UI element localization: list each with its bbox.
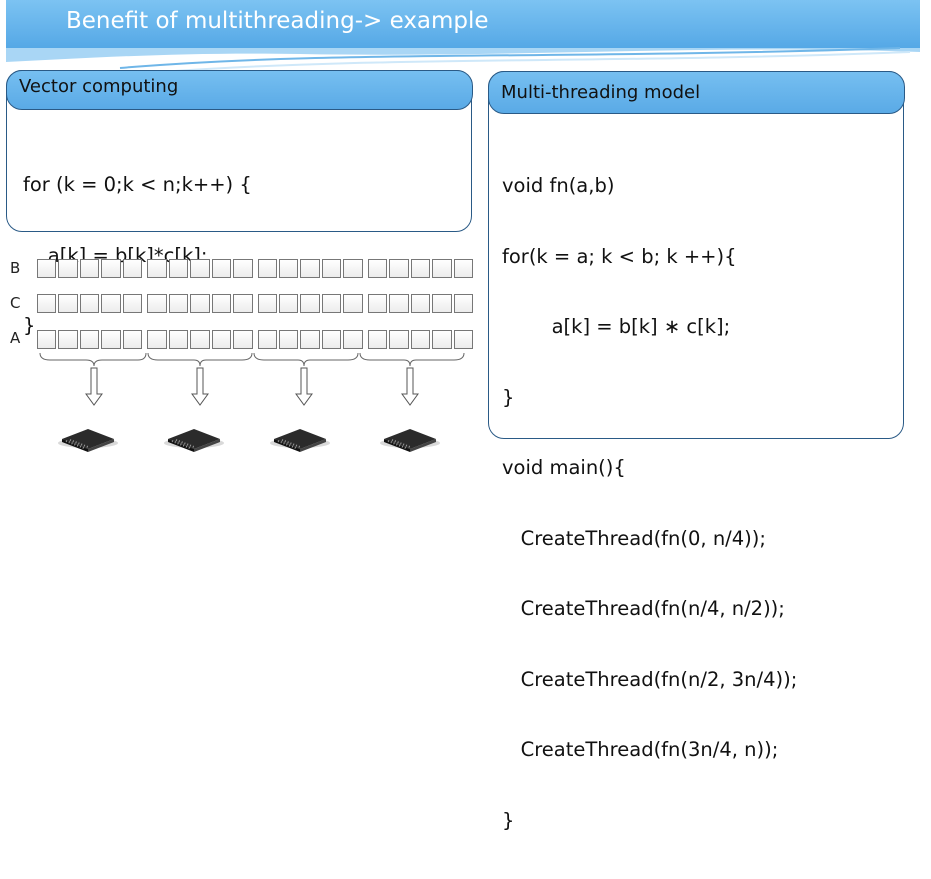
array-cell: [432, 330, 452, 349]
code-line: CreateThread(fn(n/4, n/2));: [502, 597, 785, 620]
array-cell: [300, 294, 320, 313]
array-cell: [389, 330, 409, 349]
array-cell: [122, 259, 143, 278]
array-cell: [147, 330, 167, 349]
array-cell: [300, 330, 320, 349]
array-label-b: B: [10, 259, 21, 277]
code-line: for(k = a; k < b; k ++){: [502, 244, 737, 268]
array-cell: [211, 259, 232, 278]
distribution-diagram: [39, 352, 465, 452]
array-cell: [410, 294, 431, 313]
code-line: void fn(a,b): [502, 174, 615, 197]
array-cell: [410, 259, 431, 278]
array-cell: [367, 294, 388, 313]
group-braces: [39, 352, 465, 367]
code-line: CreateThread(fn(n/2, 3n/4));: [502, 667, 798, 691]
array-cell: [257, 294, 277, 313]
array-cell: [257, 330, 277, 349]
array-cell: [410, 330, 431, 349]
array-cell: [122, 294, 143, 313]
cpu-chip-icon: [58, 429, 440, 452]
array-cell: [278, 330, 299, 349]
array-cell: [190, 330, 210, 349]
code-line: CreateThread(fn(3n/4, n));: [502, 738, 779, 761]
array-cell: [37, 294, 57, 313]
array-cell: [58, 294, 78, 313]
multithreading-title: Multi-threading model: [501, 82, 701, 103]
array-cell: [101, 294, 121, 313]
array-cell: [37, 259, 57, 278]
array-cell: [101, 259, 121, 278]
array-cell: [278, 259, 299, 278]
slide-title: Benefit of multithreading-> example: [66, 8, 489, 34]
array-cell: [122, 330, 143, 349]
array-cell: [233, 294, 253, 313]
array-a: [37, 330, 474, 349]
array-cell: [147, 294, 167, 313]
array-label-a: A: [10, 329, 21, 347]
vector-computing-title: Vector computing: [19, 76, 179, 97]
array-cell: [101, 330, 121, 349]
code-line: }: [23, 314, 36, 337]
code-line: }: [502, 808, 515, 832]
array-c: [37, 294, 474, 313]
vector-computing-header: Vector computing: [6, 70, 473, 110]
array-cell: [321, 259, 342, 278]
down-arrow-icon: [85, 367, 419, 406]
array-cell: [79, 294, 100, 313]
array-cell: [300, 259, 320, 278]
array-cell: [278, 294, 299, 313]
array-cell: [343, 330, 363, 349]
array-cell: [257, 259, 277, 278]
array-cell: [432, 259, 452, 278]
array-cell: [211, 294, 232, 313]
array-cell: [453, 259, 474, 278]
array-cell: [58, 259, 78, 278]
array-cell: [190, 259, 210, 278]
header-band: [6, 0, 920, 73]
array-cell: [453, 294, 474, 313]
array-cell: [432, 294, 452, 313]
array-cell: [343, 259, 363, 278]
multithreading-header: Multi-threading model: [488, 71, 905, 114]
array-cell: [389, 294, 409, 313]
array-cell: [37, 330, 57, 349]
array-cell: [367, 259, 388, 278]
array-cell: [168, 330, 189, 349]
array-cell: [321, 294, 342, 313]
array-cell: [58, 330, 78, 349]
array-cell: [453, 330, 474, 349]
slide-header: Benefit of multithreading-> example: [0, 0, 931, 74]
code-line: }: [502, 385, 515, 409]
array-label-c: C: [10, 294, 21, 312]
array-cell: [389, 259, 409, 278]
array-cell: [190, 294, 210, 313]
vector-computing-panel: Vector computing for (k = 0;k < n;k++) {…: [6, 70, 473, 337]
array-cell: [321, 330, 342, 349]
array-cell: [367, 330, 388, 349]
code-line: a[k] = b[k] ∗ c[k];: [502, 315, 731, 338]
array-b: [37, 259, 474, 278]
array-cell: [79, 330, 100, 349]
array-cell: [147, 259, 167, 278]
code-line: void main(){: [502, 456, 626, 479]
multithreading-panel: Multi-threading model void fn(a,b) for(k…: [488, 71, 905, 832]
array-cell: [343, 294, 363, 313]
array-cell: [211, 330, 232, 349]
array-cell: [168, 294, 189, 313]
code-line: for (k = 0;k < n;k++) {: [23, 173, 252, 196]
array-cell: [79, 259, 100, 278]
array-cell: [168, 259, 189, 278]
array-cell: [233, 259, 253, 278]
array-cell: [233, 330, 253, 349]
